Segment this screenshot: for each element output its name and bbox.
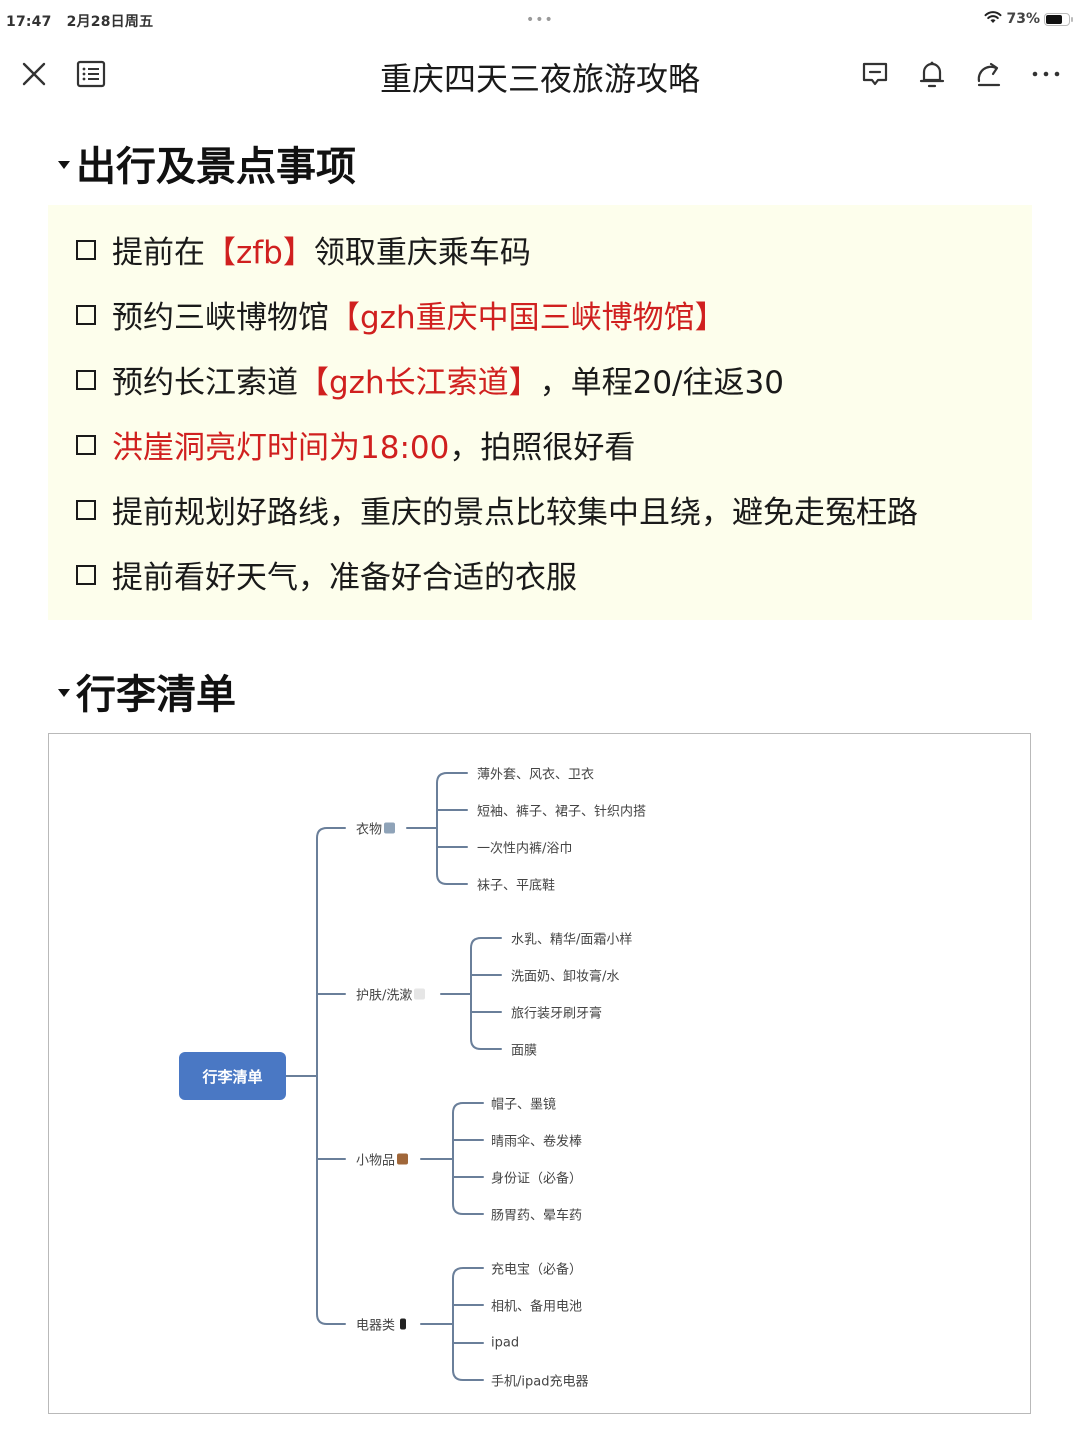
- todo-highlight: 【gzh重庆中国三峡博物馆】: [329, 300, 726, 336]
- mindmap-root-node: 行李清单: [179, 1052, 286, 1100]
- todo-highlight: 【gzh长江索道】: [298, 365, 540, 401]
- mindmap-leaf: 一次性内裤/浴巾: [477, 841, 573, 857]
- mindmap-leaf: 洗面奶、卸妆膏/水: [511, 969, 620, 985]
- handbag-emoji-icon: [397, 1153, 409, 1165]
- todo-item: 提前在【zfb】领取重庆乘车码: [76, 227, 531, 272]
- person-emoji-icon: [384, 822, 396, 834]
- collapse-triangle-icon[interactable]: [58, 689, 70, 697]
- mindmap-branch-clothes: 衣物: [356, 819, 396, 838]
- todo-item: 预约三峡博物馆【gzh重庆中国三峡博物馆】: [76, 292, 726, 337]
- notification-button[interactable]: [914, 56, 950, 92]
- more-button[interactable]: [1028, 56, 1064, 92]
- mindmap-leaf: 袜子、平底鞋: [477, 878, 556, 894]
- todo-item: 提前看好天气，准备好合适的衣服: [76, 552, 577, 597]
- status-time: 17:47: [6, 14, 52, 30]
- mindmap-leaf: 水乳、精华/面霜小样: [511, 932, 633, 948]
- mindmap-branch-electronics: 电器类: [356, 1315, 407, 1334]
- todo-text: 提前规划好路线，重庆的景点比较集中且绕，避免走冤枉路: [112, 495, 918, 531]
- section-heading-text: 行李清单: [76, 672, 236, 718]
- checkbox[interactable]: [76, 239, 96, 260]
- multitask-dots[interactable]: •••: [526, 12, 554, 28]
- mindmap-leaf: 面膜: [511, 1043, 538, 1059]
- todo-callout: 提前在【zfb】领取重庆乘车码 预约三峡博物馆【gzh重庆中国三峡博物馆】 预约…: [48, 205, 1032, 620]
- mindmap-leaf: 肠胃药、晕车药: [491, 1208, 583, 1224]
- checkbox[interactable]: [76, 434, 96, 455]
- todo-highlight: 【zfb】: [205, 235, 314, 271]
- mindmap-leaf: 薄外套、风衣、卫衣: [477, 767, 595, 783]
- mindmap-leaf: 充电宝（必备）: [491, 1262, 583, 1278]
- mindmap-leaf: 手机/ipad充电器: [491, 1374, 589, 1390]
- status-right: 73%: [984, 10, 1073, 28]
- todo-item: 预约长江索道【gzh长江索道】，单程20/往返30: [76, 357, 784, 402]
- mindmap-branch-small-items: 小物品: [356, 1150, 409, 1169]
- section-heading-travel[interactable]: 出行及景点事项: [58, 134, 356, 192]
- share-icon: [977, 62, 1001, 87]
- todo-text: 预约长江索道: [112, 365, 298, 401]
- phone-emoji-icon: [400, 1318, 407, 1330]
- todo-text: ，拍照很好看: [449, 430, 636, 466]
- collapse-triangle-icon[interactable]: [58, 161, 70, 169]
- close-button[interactable]: [16, 56, 52, 92]
- mindmap-branch-skincare: 护肤/洗漱: [356, 985, 426, 1004]
- section-heading-text: 出行及景点事项: [76, 144, 356, 190]
- soap-emoji-icon: [414, 988, 426, 1000]
- battery-percent: 73%: [1006, 11, 1040, 27]
- status-time-date: 17:47 2月28日周五: [6, 11, 153, 31]
- checkbox[interactable]: [76, 304, 96, 325]
- page-title: 重庆四天三夜旅游攻略: [379, 60, 700, 98]
- mindmap-leaf: 身份证（必备）: [491, 1171, 583, 1187]
- comment-icon: [862, 62, 888, 86]
- status-date: 2月28日周五: [66, 14, 154, 30]
- checkbox[interactable]: [76, 564, 96, 585]
- todo-highlight: 洪崖洞亮灯时间为18:00: [112, 430, 450, 466]
- more-icon: [1032, 71, 1060, 77]
- mindmap-leaf: 帽子、墨镜: [491, 1097, 557, 1113]
- mindmap-leaf: 晴雨伞、卷发棒: [491, 1134, 583, 1150]
- mindmap-leaf: 相机、备用电池: [491, 1299, 583, 1315]
- section-heading-luggage[interactable]: 行李清单: [58, 662, 236, 720]
- battery-icon: [1044, 12, 1073, 26]
- todo-text: 提前看好天气，准备好合适的衣服: [112, 560, 577, 596]
- todo-item: 提前规划好路线，重庆的景点比较集中且绕，避免走冤枉路: [76, 487, 918, 532]
- mindmap-leaf: ipad: [491, 1335, 520, 1351]
- todo-item: 洪崖洞亮灯时间为18:00，拍照很好看: [76, 422, 635, 467]
- outline-list-icon: [76, 60, 106, 88]
- checkbox[interactable]: [76, 369, 96, 390]
- wifi-icon: [984, 10, 1002, 28]
- bell-icon: [919, 61, 945, 88]
- todo-text: 提前在: [112, 235, 205, 271]
- comment-button[interactable]: [857, 56, 893, 92]
- mindmap-leaf: 旅行装牙刷牙膏: [511, 1006, 603, 1022]
- checkbox[interactable]: [76, 499, 96, 520]
- todo-text: ，单程20/往返30: [539, 365, 784, 401]
- mindmap-leaf: 短袖、裤子、裙子、针织内搭: [477, 804, 647, 820]
- todo-text: 领取重庆乘车码: [313, 235, 531, 271]
- share-button[interactable]: [971, 56, 1007, 92]
- outline-button[interactable]: [73, 56, 109, 92]
- todo-text: 预约三峡博物馆: [112, 300, 329, 336]
- close-icon: [22, 62, 46, 86]
